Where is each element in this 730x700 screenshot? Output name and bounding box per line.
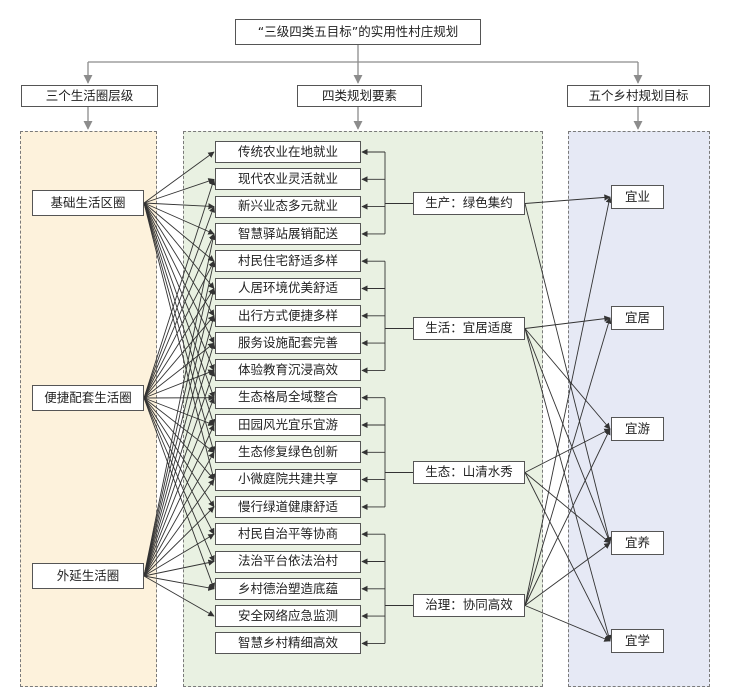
circle-convenient: 便捷配套生活圈	[32, 385, 144, 411]
goal-box: 宜游	[611, 417, 664, 441]
category-goal-link	[524, 328, 612, 642]
circle-element-link	[143, 202, 216, 453]
category-goal-link	[524, 315, 611, 329]
element-box: 新兴业态多元就业	[215, 195, 361, 218]
circle-element-link	[143, 575, 215, 591]
element-box: 乡村德治塑造底蕴	[215, 577, 361, 600]
circle-element-link	[143, 315, 216, 577]
circle-element-link	[143, 397, 215, 426]
circle-element-link	[143, 202, 215, 289]
element-box: 法治平台依法治村	[215, 550, 361, 573]
category-ecology: 生态：山清水秀	[413, 461, 525, 484]
circle-element-link	[143, 202, 215, 262]
circle-element-link	[143, 287, 216, 577]
circle-element-link	[143, 397, 215, 453]
circle-element-link	[143, 397, 215, 481]
category-goal-link	[524, 328, 611, 430]
category-governance: 治理：协同高效	[413, 594, 525, 617]
circle-element-link	[143, 575, 215, 617]
circle-element-link	[143, 479, 215, 577]
circle-element-link	[143, 178, 216, 399]
element-box: 安全网络应急监测	[215, 605, 361, 628]
goal-box: 宜居	[611, 306, 664, 330]
category-goal-link	[524, 472, 611, 544]
circle-element-link	[143, 397, 216, 590]
circle-element-link	[143, 202, 215, 317]
circle-element-link	[143, 260, 216, 577]
circle-element-link	[143, 202, 216, 426]
goal-box: 宜养	[611, 531, 664, 555]
circle-element-link	[143, 342, 216, 577]
circle-basic: 基础生活区圈	[32, 190, 144, 216]
goal-box: 宜业	[611, 185, 664, 209]
element-box: 智慧驿站展销配送	[215, 222, 361, 245]
circle-element-link	[143, 342, 215, 399]
circle-element-link	[143, 202, 215, 371]
category-goal-link	[524, 472, 611, 642]
circle-element-link	[143, 369, 216, 577]
circle-element-link	[143, 202, 215, 344]
element-box: 出行方式便捷多样	[215, 304, 361, 327]
header-elements: 四类规划要素	[297, 85, 422, 107]
circle-element-link	[143, 151, 215, 204]
goals-panel	[568, 131, 710, 687]
circle-element-link	[143, 559, 215, 577]
element-box: 服务设施配套完善	[215, 332, 361, 355]
element-box: 慢行绿道健康舒适	[215, 495, 361, 518]
element-box: 田园风光宜乐宜游	[215, 414, 361, 436]
element-box: 生态修复绿色创新	[215, 441, 361, 464]
category-goal-link	[524, 328, 611, 544]
element-box: 传统农业在地就业	[215, 141, 361, 163]
category-goal-link	[524, 196, 612, 606]
category-goal-link	[524, 317, 612, 606]
header-goals: 五个乡村规划目标	[567, 85, 710, 107]
category-goal-link	[524, 428, 611, 473]
circle-element-link	[143, 233, 216, 577]
circle-element-link	[143, 506, 215, 577]
diagram-title: “三级四类五目标”的实用性村庄规划	[235, 19, 481, 45]
circle-element-link	[143, 178, 215, 204]
circle-element-link	[143, 397, 215, 563]
circle-element-link	[143, 315, 215, 399]
circle-element-link	[143, 397, 215, 508]
element-box: 体验教育沉浸高效	[215, 359, 361, 382]
element-box: 人居环境优美舒适	[215, 277, 361, 300]
circle-element-link	[143, 369, 215, 399]
header-circles: 三个生活圈层级	[21, 85, 158, 107]
circle-extended: 外延生活圈	[32, 563, 144, 589]
category-goal-link	[524, 428, 611, 606]
circle-element-link	[143, 424, 215, 577]
circle-element-link	[143, 202, 216, 481]
goal-box: 宜学	[611, 629, 664, 653]
circle-element-link	[143, 260, 215, 399]
element-box: 智慧乡村精细高效	[215, 632, 361, 655]
circle-element-link	[143, 397, 215, 577]
element-box: 生态格局全域整合	[215, 386, 361, 409]
circle-element-link	[143, 202, 215, 235]
element-box: 村民自治平等协商	[215, 523, 361, 546]
element-box: 现代农业灵活就业	[215, 168, 361, 191]
circle-element-link	[143, 451, 215, 577]
circle-element-link	[143, 206, 216, 399]
category-goal-link	[524, 194, 611, 204]
circle-element-link	[143, 202, 216, 399]
element-box: 村民住宅舒适多样	[215, 250, 361, 273]
category-goal-link	[524, 605, 611, 642]
circle-element-link	[143, 533, 215, 577]
category-production: 生产：绿色集约	[413, 192, 525, 215]
category-goal-link	[524, 542, 611, 606]
circle-element-link	[143, 397, 215, 535]
element-box: 小微庭院共建共享	[215, 468, 361, 491]
category-goal-link	[524, 203, 612, 544]
circle-element-link	[143, 202, 215, 210]
circle-element-link	[143, 233, 215, 399]
circle-element-link	[143, 287, 215, 399]
category-living: 生活：宜居适度	[413, 317, 525, 340]
